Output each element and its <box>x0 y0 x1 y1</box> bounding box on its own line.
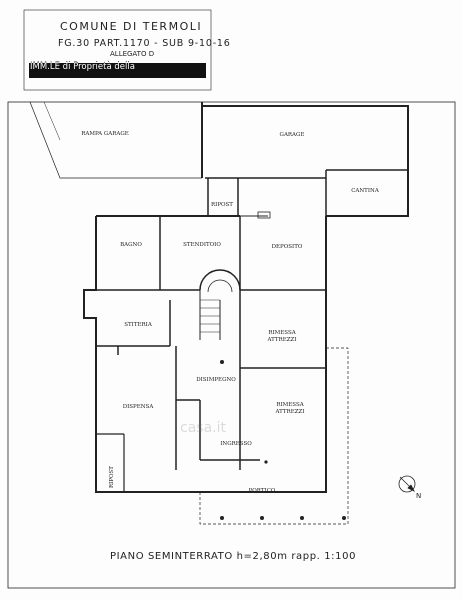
room-label-rimessa2-b: ATTREZZI <box>275 409 305 415</box>
room-label-bagno: BAGNO <box>120 242 142 248</box>
ramp-line <box>43 101 61 141</box>
room-label-rimessa1-a: RIMESSA <box>268 330 296 336</box>
room-label-portico: PORTICO <box>248 488 276 494</box>
room-label-deposito: DEPOSITO <box>271 244 303 250</box>
north-arrow-icon: N <box>398 475 421 500</box>
room-label-cantina: CANTINA <box>351 188 379 194</box>
room-label-stenditoio: STENDITOIO <box>183 242 221 248</box>
ownership-line-overlay: IMM.LE di Proprietà della <box>30 62 135 72</box>
stair-treads <box>200 299 220 333</box>
redaction-bar <box>29 63 206 78</box>
attachment-label: ALLEGATO D <box>110 50 155 58</box>
garage-outer-wall <box>202 105 409 217</box>
stair-arc-inner <box>207 279 233 293</box>
building-outline <box>83 216 327 493</box>
watermark: casa.it <box>180 420 226 436</box>
room-label-ripost-top: RIPOST <box>211 202 233 208</box>
svg-text:N: N <box>416 492 421 500</box>
room-label-ripost-bottom: RIPOST <box>109 466 115 488</box>
plan-frame <box>7 101 456 589</box>
room-label-rampa: RAMPA GARAGE <box>81 131 129 137</box>
room-label-dispensa: DISPENSA <box>122 404 154 410</box>
room-label-rimessa2-a: RIMESSA <box>276 402 304 408</box>
plan-caption: PIANO SEMINTERRATO h=2,80m rapp. 1:100 <box>110 551 357 562</box>
room-label-stireria: STITERIA <box>124 322 152 328</box>
municipality-title: COMUNE DI TERMOLI <box>60 20 203 33</box>
stair-arc-outer <box>199 269 241 291</box>
portico-columns <box>220 360 346 520</box>
room-label-rimessa1-b: ATTREZZI <box>267 337 297 343</box>
header-box <box>23 9 212 91</box>
room-label-garage: GARAGE <box>279 132 305 138</box>
chimney <box>257 211 271 219</box>
cadastral-reference: FG.30 PART.1170 - SUB 9-10-16 <box>58 38 231 49</box>
room-label-ingresso: INGRESSO <box>220 441 252 447</box>
room-label-disimpegno: DISIMPEGNO <box>196 377 236 383</box>
portico-outline <box>199 347 349 525</box>
ramp-outline <box>29 101 202 179</box>
